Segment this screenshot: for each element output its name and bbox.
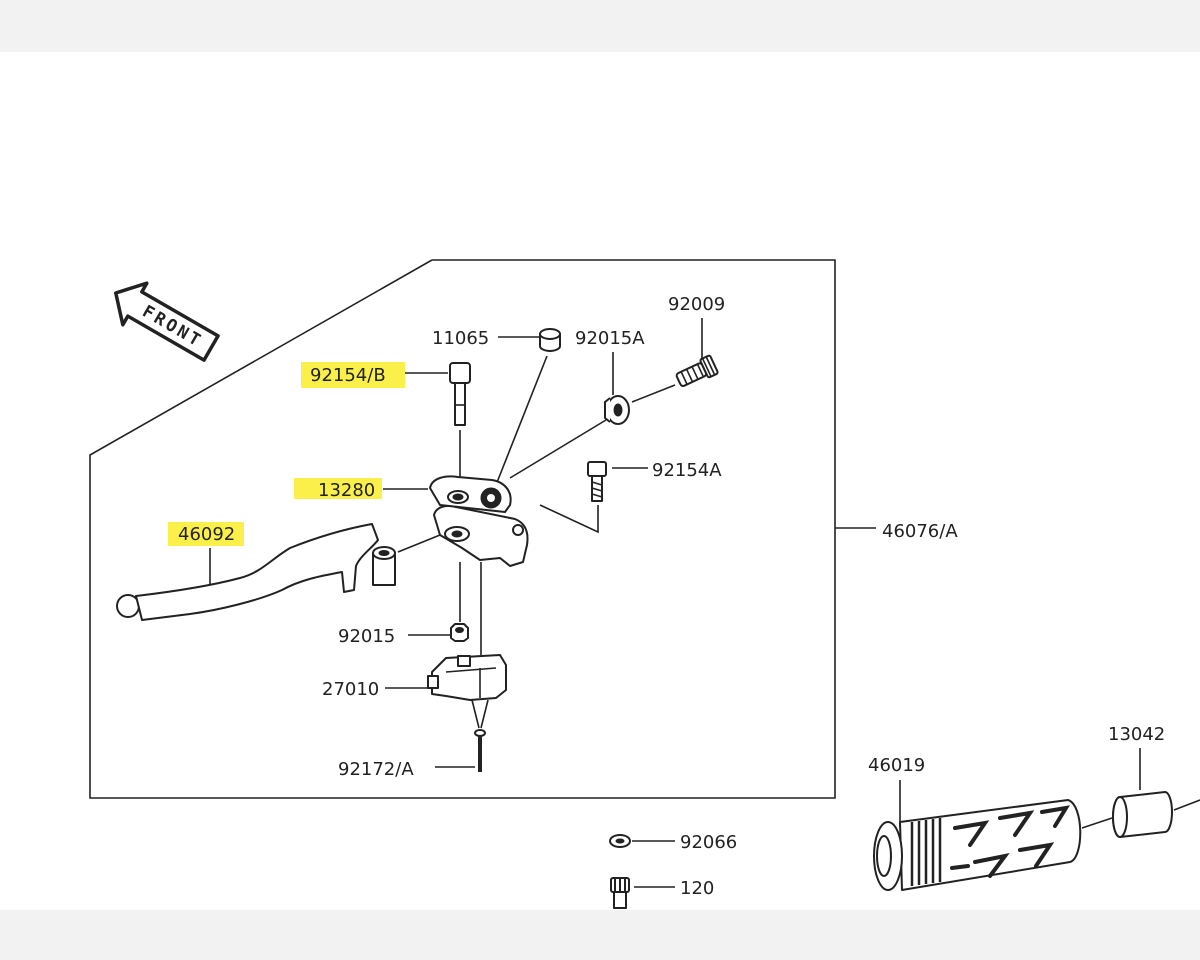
axis-92154a-to-bracket (539, 504, 599, 534)
collar-end (1112, 796, 1128, 838)
lever-pivot-hole (378, 550, 390, 556)
axis-switch-to-screw-a (471, 699, 480, 729)
leader-lines (209, 318, 1200, 888)
part-bracket-13280 (429, 475, 529, 567)
part-bolt-92154a (587, 461, 607, 502)
bolt-head (449, 362, 471, 384)
part-switch-27010 (427, 654, 507, 701)
bolt-thread (591, 493, 603, 498)
grip-end-face (876, 835, 892, 877)
part-grip-46019 (873, 799, 1082, 891)
callout-13280: 13280 (318, 480, 375, 501)
screw-thread (680, 371, 688, 385)
grip-ribs (910, 818, 942, 886)
bolt-shaft (454, 382, 466, 426)
assembly-frame (89, 259, 836, 799)
screw-thread (691, 366, 699, 380)
bolt-thread (591, 487, 603, 492)
axis-switch-to-screw-b (480, 699, 489, 729)
washer-hole (615, 838, 625, 844)
screw-knurl (701, 358, 712, 377)
top-margin-band (0, 0, 1200, 52)
callout-92066: 92066 (680, 832, 737, 853)
part-nut-92015 (450, 623, 469, 642)
callout-92172a: 92172/A (338, 759, 414, 780)
part-nut-120 (610, 877, 630, 909)
callout-120: 120 (680, 878, 714, 899)
callout-27010: 27010 (322, 679, 379, 700)
lever-body (135, 523, 379, 621)
callout-11065: 11065 (432, 328, 489, 349)
nut-hole (455, 627, 464, 633)
bracket-bolt-hole-inner (452, 493, 464, 501)
axis-collar-to-right (1173, 799, 1200, 811)
screw-head (474, 729, 486, 737)
axis-washer-to-bracket (509, 419, 607, 479)
switch-detail (445, 667, 497, 698)
highlight-marker-92154b (301, 362, 405, 388)
switch-connector (427, 675, 439, 689)
callout-92015: 92015 (338, 626, 395, 647)
bracket-seal-ring-center (487, 494, 495, 502)
screw-thread (685, 368, 694, 383)
washer-hole (613, 403, 623, 417)
axis-lever-to-bracket (397, 534, 441, 553)
part-cap-11065 (539, 328, 561, 352)
bracket-side-hole (512, 524, 524, 536)
part-screw-92009 (675, 354, 719, 387)
part-lever-46092 (116, 523, 396, 621)
nut-shaft (613, 891, 627, 909)
callout-46092: 46092 (178, 524, 235, 545)
callout-92009: 92009 (668, 294, 725, 315)
front-arrow-icon (114, 281, 220, 362)
part-collar-13042 (1112, 791, 1173, 838)
axis-grip-to-collar (1081, 817, 1113, 829)
bracket-pivot-hole-inner (451, 530, 463, 538)
callout-92015a: 92015A (575, 328, 645, 349)
bracket-lower-clamp (433, 504, 529, 567)
part-washer-92066 (609, 834, 631, 848)
callout-92154b: 92154/B (310, 365, 386, 386)
washer-rim (604, 397, 611, 423)
bolt-head (587, 461, 607, 477)
part-screw-92172a (474, 729, 486, 772)
screw-knurl (705, 356, 716, 376)
front-direction-arrow: FRONT (114, 281, 220, 362)
part-bolt-92154b (449, 362, 471, 426)
screw-thread (696, 363, 705, 378)
grip-pattern (950, 805, 1070, 878)
bolt-thread (591, 481, 603, 486)
highlight-marker-46092 (168, 522, 244, 546)
cap-top (539, 328, 561, 340)
axis-cap-to-bracket (493, 355, 548, 491)
part-washer-92015a (604, 395, 630, 425)
axis-screw-to-washer (631, 384, 676, 403)
bottom-margin-band (0, 910, 1200, 960)
switch-body (431, 654, 507, 701)
callout-13042: 13042 (1108, 724, 1165, 745)
callout-46076a: 46076/A (882, 521, 958, 542)
highlight-marker-13280 (294, 478, 382, 499)
callout-46019: 46019 (868, 755, 925, 776)
switch-plunger (457, 655, 471, 667)
callout-92154a: 92154A (652, 460, 722, 481)
